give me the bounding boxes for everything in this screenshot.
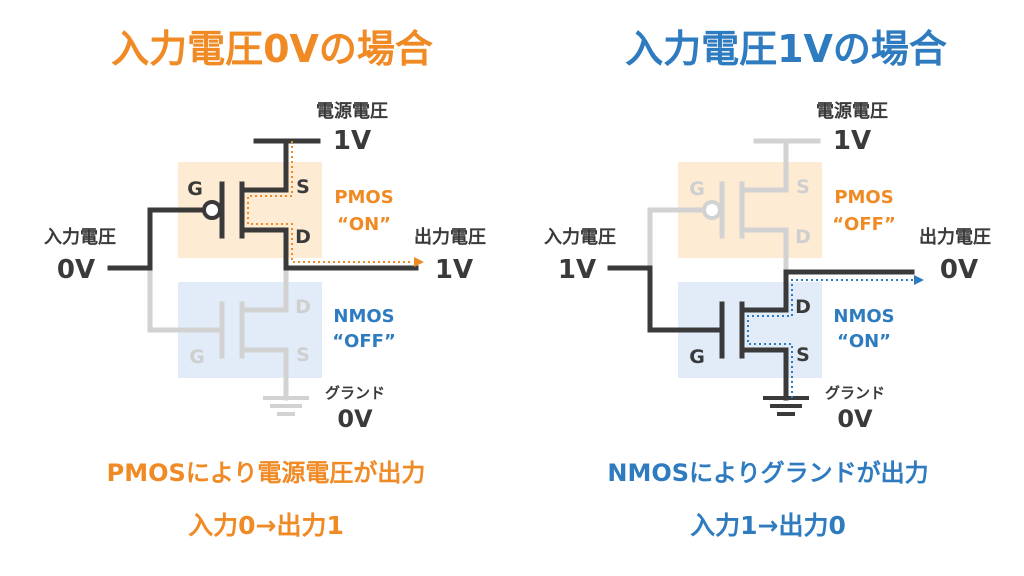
right-current-arrow <box>914 275 924 285</box>
left-ground-value: 0V <box>337 405 373 433</box>
left-nmos-d: D <box>295 296 311 318</box>
left-nmos-state: “OFF” <box>332 331 396 352</box>
left-ground-symbol <box>263 396 309 416</box>
left-title: 入力電圧0Vの場合 <box>111 27 433 71</box>
right-output-label: 出力電圧 <box>919 226 991 248</box>
right-input-value: 1V <box>558 255 596 285</box>
right-nmos-state: “ON” <box>837 331 891 352</box>
left-pmos-g: G <box>187 178 203 200</box>
right-current-path <box>747 279 914 398</box>
right-output-value: 0V <box>940 255 978 285</box>
left-output-value: 1V <box>435 255 473 285</box>
right-nmos-d: D <box>795 296 811 318</box>
left-pmos-state: “ON” <box>337 214 391 235</box>
right-supply-label: 電源電圧 <box>816 100 888 122</box>
right-nmos-symbol <box>607 265 915 401</box>
left-input-value: 0V <box>57 255 95 285</box>
right-pmos-state: “OFF” <box>832 214 896 235</box>
right-supply-value: 1V <box>833 126 871 156</box>
right-input-label: 入力電圧 <box>544 227 616 248</box>
left-current-arrow <box>414 257 424 267</box>
left-current-path <box>247 141 412 263</box>
right-pmos-gate-bubble <box>702 200 722 220</box>
left-panel: 入力電圧0Vの場合 <box>44 27 486 540</box>
left-nmos-name: NMOS <box>333 306 394 327</box>
right-title: 入力電圧1Vの場合 <box>625 27 947 71</box>
right-ground-value: 0V <box>837 405 873 433</box>
left-caption-2: 入力0→出力1 <box>188 511 344 540</box>
right-pmos-s: S <box>796 176 810 198</box>
right-nmos-name: NMOS <box>833 306 894 327</box>
left-caption-1: PMOSにより電源電圧が出力 <box>107 459 426 487</box>
right-nmos-g: G <box>689 346 705 368</box>
left-pmos-s: S <box>296 176 310 198</box>
right-ground-symbol <box>763 396 809 416</box>
right-nmos-s: S <box>796 344 810 366</box>
right-pmos-d: D <box>795 226 811 248</box>
right-caption-2: 入力1→出力0 <box>690 511 846 540</box>
right-pmos-symbol <box>647 138 821 271</box>
left-input-label: 入力電圧 <box>44 227 116 248</box>
left-pmos-name: PMOS <box>334 187 393 208</box>
right-panel: 入力電圧1Vの場合 <box>544 27 991 540</box>
left-nmos-s: S <box>296 344 310 366</box>
left-nmos-g: G <box>189 346 205 368</box>
right-ground-label: グランド <box>825 384 885 402</box>
right-pmos-g: G <box>689 178 705 200</box>
left-pmos-gate-bubble <box>202 200 222 220</box>
left-ground-label: グランド <box>325 384 385 402</box>
left-pmos-d: D <box>295 226 311 248</box>
right-pmos-name: PMOS <box>834 187 893 208</box>
right-caption-1: NMOSによりグランドが出力 <box>607 459 928 487</box>
left-output-label: 出力電圧 <box>414 226 486 248</box>
left-nmos-symbol <box>147 265 289 401</box>
left-supply-label: 電源電圧 <box>316 100 388 122</box>
left-supply-value: 1V <box>333 126 371 156</box>
